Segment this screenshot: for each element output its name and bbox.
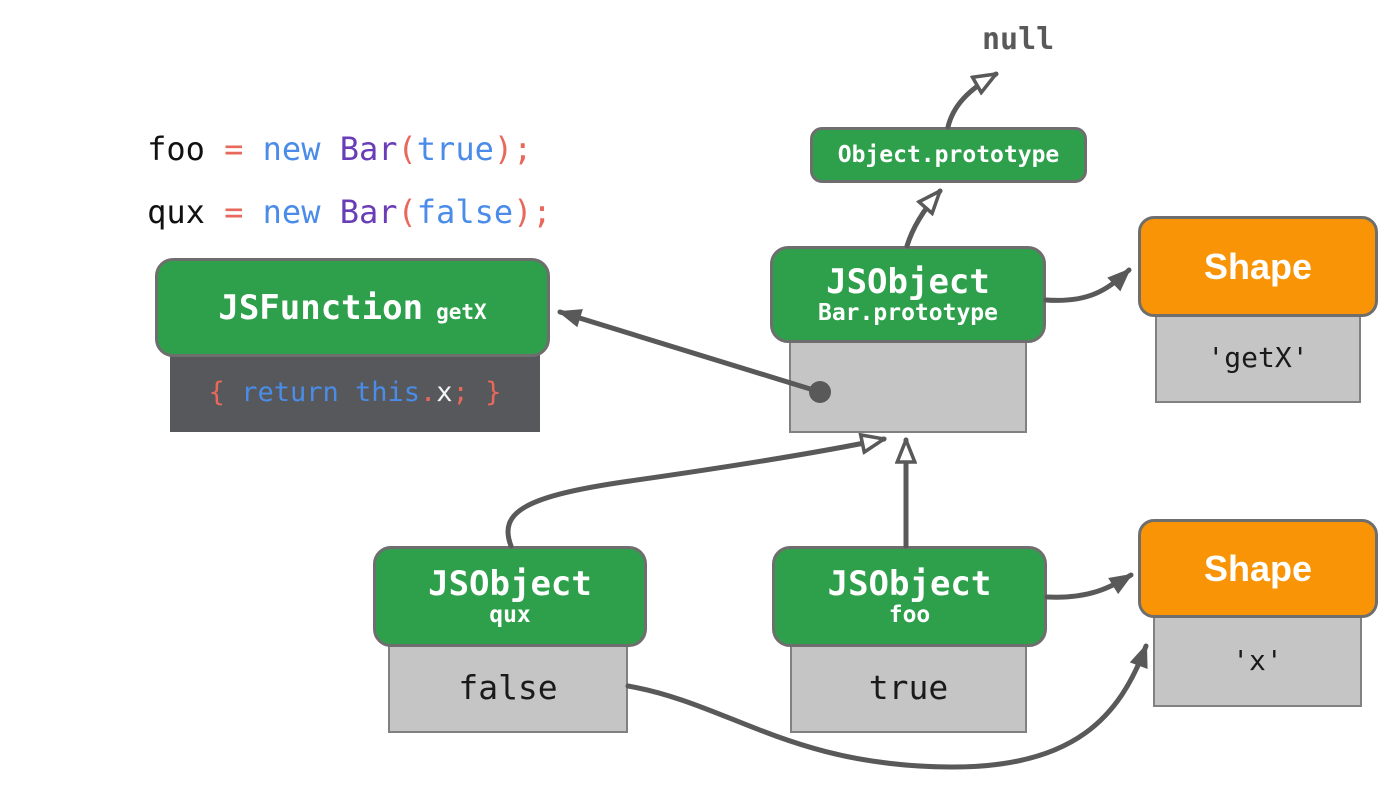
node-foo-subtitle: foo (888, 601, 931, 628)
code-token: } (468, 376, 502, 408)
edge-bar-prototype-to-shape-getx (1043, 267, 1132, 303)
node-bar-prototype-title: JSObject (826, 261, 990, 302)
edge-bar-prototype-to-object-prototype (904, 191, 940, 249)
code-token: return (241, 376, 355, 408)
node-qux: JSObject qux (373, 546, 647, 647)
code-token: ); (513, 193, 552, 231)
node-shape-getx: Shape (1138, 216, 1378, 317)
node-jsfunction-name-tag: getX (436, 299, 487, 324)
code-token: new (262, 130, 340, 168)
node-object-prototype: Object.prototype (810, 127, 1087, 183)
node-bar-prototype-subtitle: Bar.prototype (817, 299, 998, 326)
code-line-foo: foo = new Bar(true); (70, 92, 532, 206)
node-jsfunction-code-slot: { return this.x; } (170, 352, 540, 432)
node-jsfunction-title: JSFunction (218, 287, 424, 328)
code-token: new (262, 193, 340, 231)
code-token: true (416, 130, 494, 168)
node-qux-title: JSObject (428, 563, 592, 604)
code-token: . (420, 376, 437, 408)
code-token: ); (493, 130, 533, 168)
code-token: ( (397, 193, 417, 231)
node-shape-x: Shape (1138, 519, 1378, 618)
code-token: = (224, 193, 263, 231)
foo-slot-value: true (868, 668, 949, 707)
code-token: false (416, 193, 514, 231)
code-token: ; (452, 376, 469, 408)
edge-qux-to-bar-prototype (505, 439, 884, 549)
node-foo-slot: true (790, 642, 1027, 733)
node-qux-slot: false (388, 642, 628, 733)
code-token: = (224, 130, 263, 168)
node-qux-subtitle: qux (489, 601, 531, 628)
node-jsfunction-getx: JSFunction getX (155, 258, 550, 357)
shape-getx-slot-value: 'getX' (1207, 341, 1309, 374)
code-token: Bar (339, 130, 398, 168)
node-bar-prototype: JSObject Bar.prototype (770, 246, 1046, 343)
edge-object-prototype-to-null (945, 71, 996, 130)
code-token: qux (147, 193, 225, 231)
node-foo-title: JSObject (827, 563, 992, 604)
edge-foo-to-shape-x (1044, 572, 1134, 600)
node-bar-prototype-slot (789, 338, 1027, 433)
jsfunction-code: { return this.x; } (209, 377, 502, 408)
code-line-qux: qux = new Bar(false); (70, 155, 552, 269)
code-token: ( (397, 130, 417, 168)
node-object-prototype-label: Object.prototype (837, 142, 1060, 168)
node-shape-x-slot: 'x' (1153, 613, 1362, 707)
node-foo: JSObject foo (772, 546, 1047, 647)
code-token: { (208, 376, 242, 408)
node-shape-getx-slot: 'getX' (1155, 312, 1361, 403)
qux-slot-value: false (458, 668, 558, 707)
code-token: foo (147, 130, 225, 168)
shape-x-slot-value: 'x' (1232, 643, 1283, 677)
code-token: this (354, 376, 421, 408)
node-shape-x-title: Shape (1203, 547, 1313, 589)
code-token: x (436, 376, 453, 408)
null-label: null (982, 22, 1055, 57)
node-shape-getx-title: Shape (1203, 245, 1313, 287)
code-token: Bar (339, 193, 398, 231)
